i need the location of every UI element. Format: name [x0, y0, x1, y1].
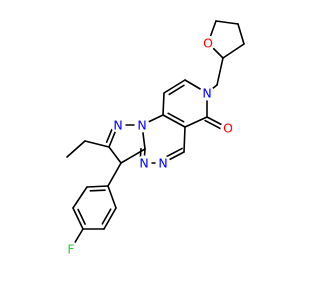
double-bond-second-line	[77, 208, 86, 225]
single-bond-line	[72, 186, 88, 209]
bond-layer	[66, 20, 245, 250]
atom-label-n-triazine-b: N	[158, 156, 167, 171]
double-bond-line	[163, 79, 186, 94]
single-bond-line	[183, 126, 186, 153]
atom-label-background	[134, 117, 150, 133]
atom-label-n-bridge: N	[137, 118, 146, 133]
atom-label-n-pyrazole-2: N	[113, 118, 122, 133]
atom-label-background	[200, 35, 216, 51]
atom-label-background	[220, 120, 236, 136]
atom-label-background	[110, 117, 126, 133]
atom-label-o-carbonyl: O	[223, 121, 233, 136]
atom-label-n-pyridinone: N	[202, 86, 211, 101]
double-bond-line	[162, 114, 186, 128]
single-bond-line	[107, 185, 117, 209]
double-bond-second-line	[101, 208, 112, 225]
double-bond-line	[72, 207, 84, 230]
single-bond-line	[162, 92, 165, 116]
double-bond-second-line	[168, 84, 185, 96]
double-bond-line	[103, 207, 117, 230]
single-bond-line	[216, 57, 224, 86]
single-bond-line	[184, 116, 208, 128]
single-bond-line	[84, 140, 110, 148]
single-bond-line	[108, 146, 122, 164]
atom-label-background	[136, 155, 152, 171]
atom-label-background	[63, 241, 79, 257]
single-bond-line	[237, 23, 245, 45]
single-bond-line	[222, 43, 245, 59]
single-bond-line	[66, 140, 86, 158]
double-bond-second-line	[167, 112, 185, 123]
double-bond-second-line	[89, 189, 106, 192]
atom-label-background	[155, 155, 171, 171]
atom-label-o-thf: O	[203, 36, 213, 51]
atom-label-background	[199, 85, 215, 101]
single-bond-line	[215, 20, 239, 25]
double-bond-line	[86, 185, 109, 188]
single-bond-line	[107, 162, 122, 187]
atom-label-f-aryl: F	[67, 242, 74, 257]
atom-label-n-triazine-a: N	[139, 156, 148, 171]
